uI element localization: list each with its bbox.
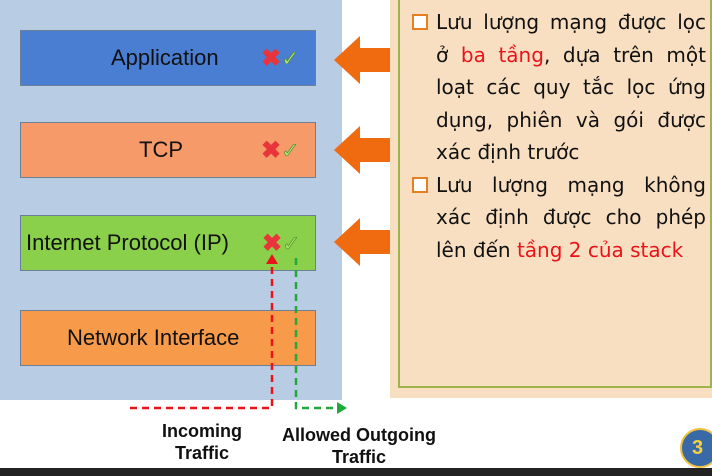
arrow-to-tcp [334,126,392,174]
bullet-item: Lưu lượng mạng được lọc ở ba tầng, dựa t… [412,6,706,169]
network-interface-label: Network Interface [67,325,240,350]
info-bullet-list: Lưu lượng mạng được lọc ở ba tầng, dựa t… [412,6,706,266]
arrow-to-application [334,36,392,84]
check-icon: ✓ [281,138,300,163]
application-marks: ✖ ✓ [261,45,300,72]
tcp-marks: ✖ ✓ [261,137,300,164]
page-number-badge: 3 [680,428,712,468]
tcp-layer-label: TCP [139,137,183,162]
tcp-layer: TCP ✖ ✓ [20,122,316,178]
bullet-item: Lưu lượng mạng không xác định được cho p… [412,169,706,267]
cross-icon: ✖ [261,45,282,72]
outgoing-traffic-label: Allowed Outgoing Traffic [282,425,436,467]
bottom-bar [0,468,712,476]
checkbox-bullet-icon [412,176,428,193]
bullet-1-text-b: , dựa trên một loạt các quy tắc lọc ứng … [436,42,706,165]
bullet-2-highlight: tầng 2 của stack [516,237,684,262]
ip-layer-label: Internet Protocol (IP) [26,230,229,255]
ip-marks: ✖ ✓ [262,230,301,257]
incoming-traffic-label: Incoming Traffic [162,421,242,463]
application-layer: Application ✖ ✓ [20,30,316,86]
outgoing-arrowhead [337,402,347,414]
check-icon: ✓ [282,231,301,256]
arrow-to-ip [334,218,392,266]
bullet-1-highlight: ba tầng [460,42,544,67]
checkbox-bullet-icon [412,14,428,30]
info-panel-border [398,0,712,388]
check-icon: ✓ [281,46,300,71]
cross-icon: ✖ [261,137,282,164]
ip-layer: Internet Protocol (IP) ✖ ✓ [20,215,316,271]
info-panel [390,0,712,398]
bullet-2-text-a: Lưu lượng mạng không xác định được cho p… [436,172,706,262]
network-interface-layer: Network Interface [20,310,316,366]
bullet-1-text-a: Lưu lượng mạng được lọc ở [436,10,706,67]
cross-icon: ✖ [262,230,283,257]
application-layer-label: Application [111,45,219,70]
